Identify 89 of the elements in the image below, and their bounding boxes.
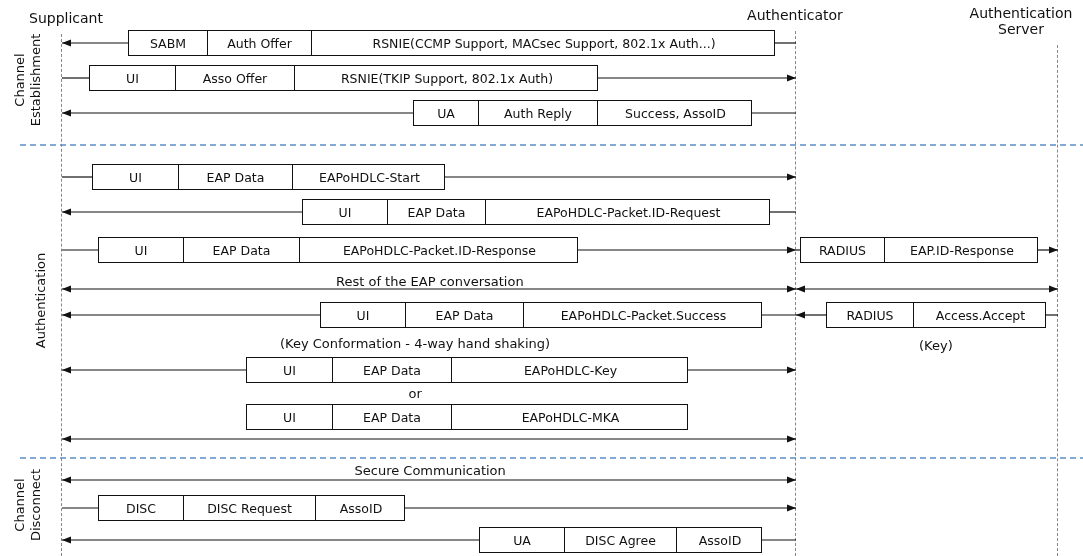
frame-field: RADIUS xyxy=(801,238,884,262)
arrow xyxy=(597,74,797,82)
participant-label: Supplicant xyxy=(28,10,104,26)
connector-line xyxy=(61,507,99,509)
frame-field: RSNIE(CCMP Support, MACsec Support, 802.1x Auth...) xyxy=(311,31,776,55)
connector-line xyxy=(1045,314,1059,316)
frame-field: EAPoHDLC-Start xyxy=(292,165,446,189)
section-label: Channel Disconnect xyxy=(12,467,44,544)
frame-box xyxy=(92,164,445,190)
frame-field: UA xyxy=(414,101,478,125)
frame-field: UA xyxy=(480,528,564,552)
frame-field: Auth Reply xyxy=(478,101,597,125)
frame-field: DISC Request xyxy=(183,496,315,520)
frame-box xyxy=(320,302,762,328)
frame-field: EAPoHDLC-Key xyxy=(451,358,689,382)
frame-field: DISC Agree xyxy=(564,528,676,552)
frame-field: EAPoHDLC-MKA xyxy=(451,405,689,429)
frame-field: EAP Data xyxy=(332,358,451,382)
frame-box xyxy=(128,30,775,56)
arrow xyxy=(61,366,247,374)
frame-field: AssoID xyxy=(676,528,763,552)
edge-label: Secure Communication xyxy=(354,462,506,478)
frame-field: EAPoHDLC-Packet.ID-Response xyxy=(299,238,579,262)
note-text: or xyxy=(408,385,422,401)
frame-field: UI xyxy=(247,358,332,382)
frame-field: UI xyxy=(321,303,405,327)
frame-field: EAP Data xyxy=(178,165,292,189)
arrow xyxy=(61,109,414,117)
arrow xyxy=(61,536,480,544)
frame-field: Auth Offer xyxy=(207,31,311,55)
double-arrow xyxy=(795,285,1059,293)
frame-field: Success, AssoID xyxy=(597,101,753,125)
node-caption: (Key) xyxy=(919,337,953,353)
arrow xyxy=(61,39,129,47)
frame-box xyxy=(826,302,1046,328)
frame-box xyxy=(89,65,598,91)
frame-field: AssoID xyxy=(315,496,406,520)
frame-box xyxy=(479,527,762,553)
frame-field: UI xyxy=(303,200,387,224)
frame-field: Asso Offer xyxy=(175,66,294,90)
double-arrow xyxy=(61,435,797,443)
participant-label: Authenticator xyxy=(746,7,844,23)
frame-field: UI xyxy=(93,165,178,189)
note-text: (Key Conformation - 4-way hand shaking) xyxy=(280,335,551,351)
frame-field: DISC xyxy=(99,496,183,520)
participant-label: Authentication Server xyxy=(968,5,1074,37)
connector-line xyxy=(61,77,90,79)
arrow xyxy=(577,246,797,254)
arrow xyxy=(61,311,321,319)
edge-label: Rest of the EAP conversation xyxy=(336,273,524,289)
frame-field: RSNIE(TKIP Support, 802.1x Auth) xyxy=(294,66,599,90)
frame-field: EAP Data xyxy=(387,200,485,224)
frame-field: EAP.ID-Response xyxy=(884,238,1039,262)
section-label: Authentication xyxy=(32,252,48,348)
connector-line xyxy=(761,539,797,541)
double-arrow xyxy=(61,285,797,293)
frame-box xyxy=(413,100,752,126)
arrow xyxy=(795,311,827,319)
frame-field: EAPoHDLC-Packet.ID-Request xyxy=(485,200,771,224)
frame-field: EAP Data xyxy=(405,303,523,327)
connector-line xyxy=(751,112,797,114)
frame-box xyxy=(302,199,770,225)
frame-field: UI xyxy=(90,66,175,90)
connector-line xyxy=(61,176,93,178)
arrow xyxy=(404,504,797,512)
arrow xyxy=(444,173,797,181)
arrow xyxy=(1037,246,1059,254)
frame-field: Access.Accept xyxy=(913,303,1047,327)
frame-field: RADIUS xyxy=(827,303,913,327)
connector-line xyxy=(769,211,797,213)
frame-field: UI xyxy=(99,238,183,262)
frame-field: EAP Data xyxy=(332,405,451,429)
arrow xyxy=(687,366,797,374)
frame-box xyxy=(98,237,578,263)
double-arrow xyxy=(61,476,797,484)
frame-field: SABM xyxy=(129,31,207,55)
connector-line xyxy=(61,249,99,251)
frame-field: EAPoHDLC-Packet.Success xyxy=(523,303,763,327)
connector-line xyxy=(774,42,797,44)
connector-line xyxy=(761,314,797,316)
frame-box xyxy=(246,357,688,383)
frame-box xyxy=(98,495,405,521)
arrow xyxy=(61,208,303,216)
connector-line xyxy=(795,249,801,251)
frame-field: EAP Data xyxy=(183,238,299,262)
frame-box xyxy=(246,404,688,430)
frame-field: UI xyxy=(247,405,332,429)
frame-box xyxy=(800,237,1038,263)
section-label: Channel Establishment xyxy=(12,32,44,129)
